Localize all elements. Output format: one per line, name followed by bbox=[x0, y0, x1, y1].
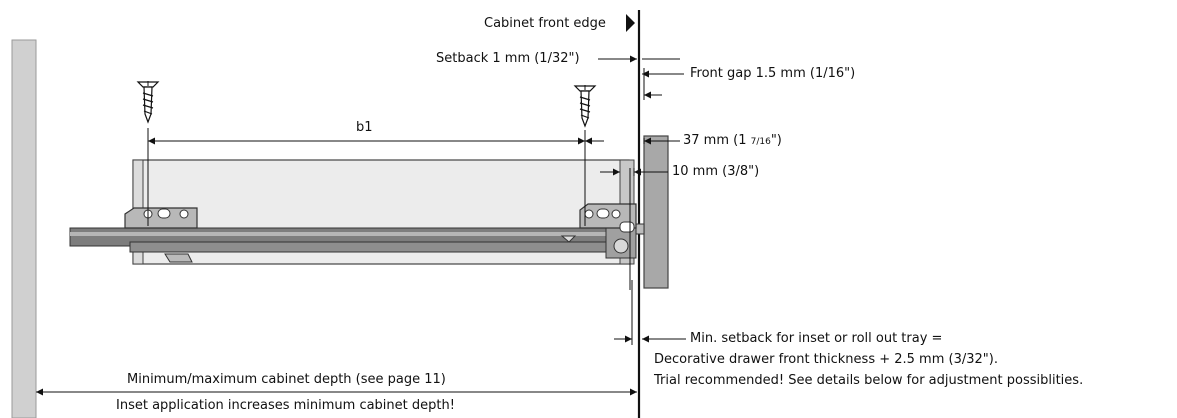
dim-37-fraction: 7/16 bbox=[750, 137, 771, 147]
dim-10-label: 10 mm (3/8") bbox=[672, 164, 760, 179]
front-bracket-hole bbox=[611, 209, 621, 219]
drawer-runner-highlight bbox=[70, 232, 610, 236]
front-screw-icon bbox=[573, 85, 597, 128]
dim-37-end: ") bbox=[770, 133, 782, 148]
min-setback-line2: Decorative drawer front thickness + 2.5 … bbox=[654, 352, 998, 367]
drawer-runner-inner bbox=[129, 241, 631, 253]
inset-note-label: Inset application increases minimum cabi… bbox=[116, 398, 455, 413]
dim-37-main: 37 mm (1 bbox=[683, 133, 751, 148]
runner-tip bbox=[635, 223, 645, 235]
min-setback-line3: Trial recommended! See details below for… bbox=[654, 373, 1084, 388]
front-edge-marker-icon bbox=[626, 14, 635, 32]
rear-screw-icon bbox=[136, 81, 160, 124]
front-bracket-slot bbox=[596, 208, 610, 219]
min-setback-line1: Min. setback for inset or roll out tray … bbox=[690, 331, 943, 346]
front-gap-label: Front gap 1.5 mm (1/16") bbox=[690, 66, 856, 81]
cabinet-side-wall bbox=[11, 39, 37, 418]
runner-wheel bbox=[613, 238, 629, 254]
decorative-drawer-front bbox=[643, 135, 669, 289]
front-bracket-slot bbox=[619, 221, 635, 233]
b1-label: b1 bbox=[356, 120, 373, 135]
rear-bracket-slot bbox=[157, 208, 171, 219]
cabinet-depth-label: Minimum/maximum cabinet depth (see page … bbox=[127, 372, 446, 387]
rear-bracket-hole bbox=[179, 209, 189, 219]
rear-clip bbox=[164, 253, 193, 263]
setback-label: Setback 1 mm (1/32") bbox=[436, 51, 580, 66]
runner-detent bbox=[560, 235, 577, 243]
front-bracket-hole bbox=[584, 209, 594, 219]
dim-37-label: 37 mm (1 7/16") bbox=[683, 133, 782, 150]
cabinet-front-edge-label: Cabinet front edge bbox=[484, 16, 606, 31]
